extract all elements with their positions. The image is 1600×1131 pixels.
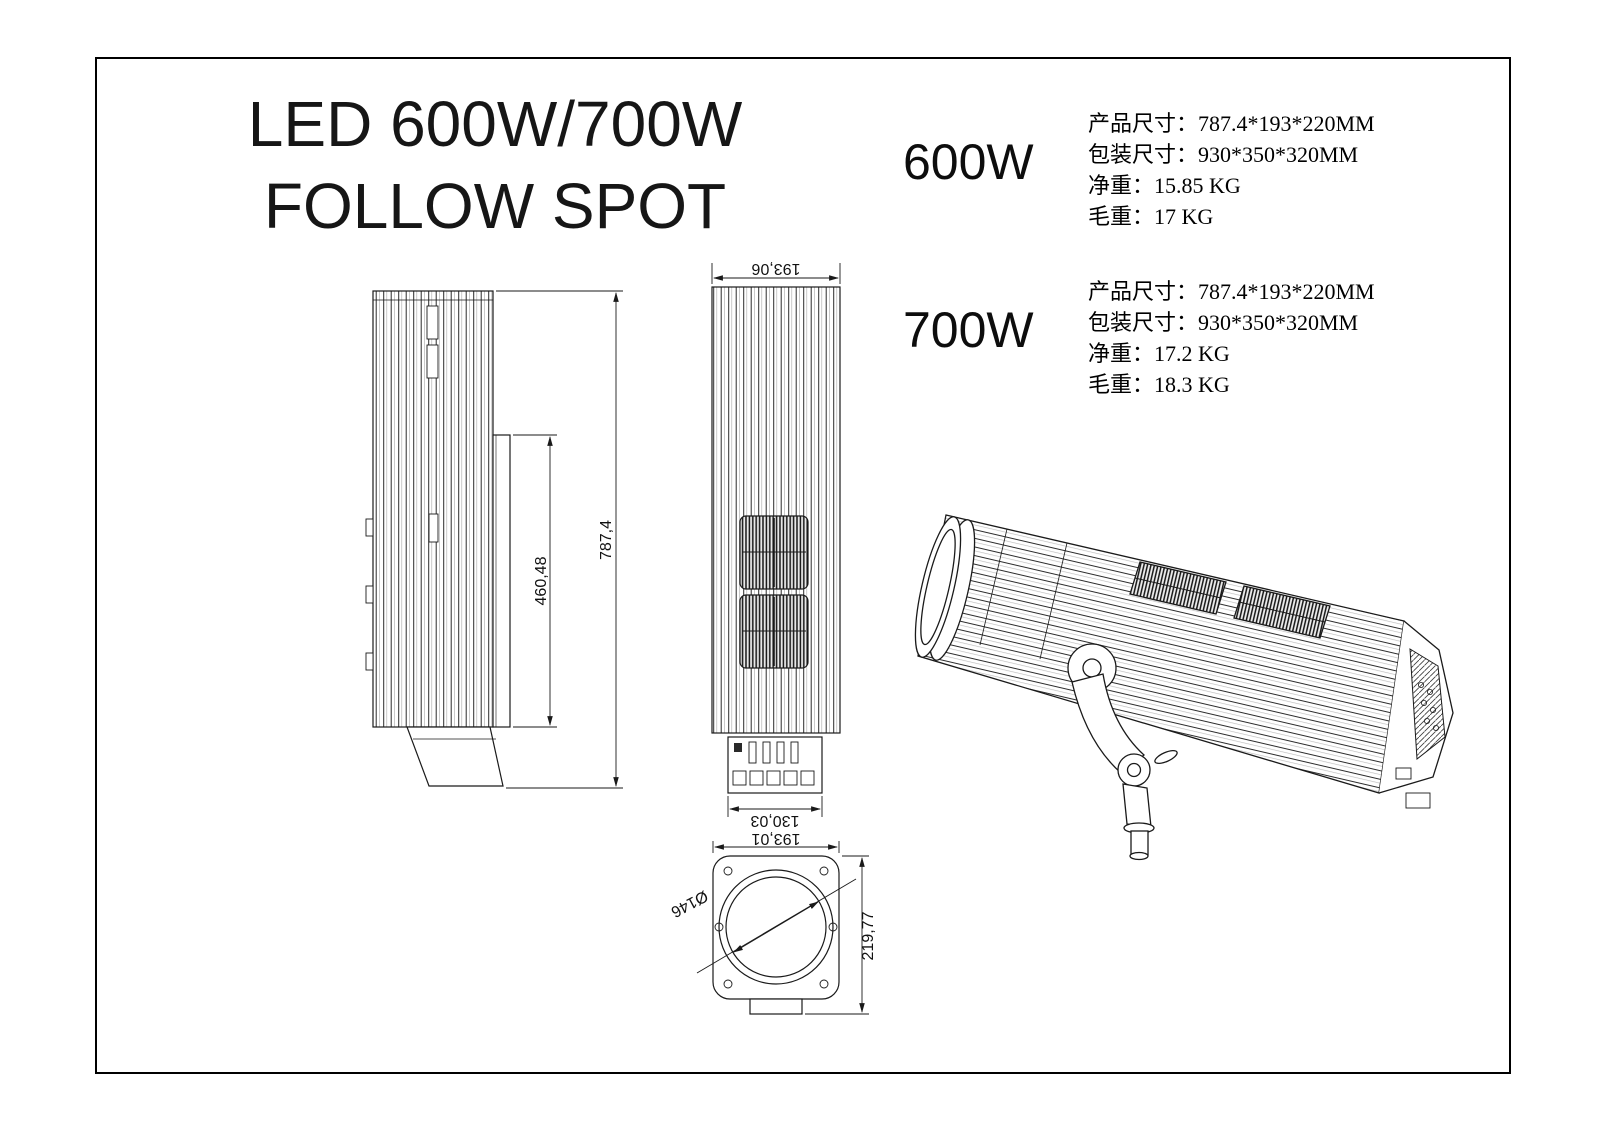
spec-block-600w: 产品尺寸：787.4*193*220MM 包装尺寸：930*350*320MM … — [1088, 108, 1448, 232]
dim-top-width: 193,06 — [751, 260, 801, 277]
side-view-dimension-lines — [496, 290, 623, 789]
side-view — [365, 290, 511, 787]
dim-front-width: 193,01 — [751, 830, 801, 847]
spec-block-700w: 产品尺寸：787.4*193*220MM 包装尺寸：930*350*320MM … — [1088, 276, 1448, 400]
top-view-dimension-lines — [711, 263, 841, 817]
top-view — [711, 286, 841, 794]
perspective-view — [914, 514, 1454, 861]
spec-package-size: 包装尺寸：930*350*320MM — [1088, 142, 1359, 167]
model-700w-label: 700W — [903, 302, 1034, 358]
model-600w-label: 600W — [903, 134, 1034, 190]
dim-side-lens-section: 460,48 — [533, 556, 550, 606]
dim-side-total-length: 787,4 — [598, 519, 615, 561]
spec-package-size: 包装尺寸：930*350*320MM — [1088, 310, 1359, 335]
front-view-dimension-lines — [712, 841, 869, 1015]
front-view — [696, 855, 857, 1015]
spec-product-size: 产品尺寸：787.4*193*220MM — [1088, 111, 1375, 136]
spec-net-weight: 净重：17.2 KG — [1088, 341, 1230, 366]
spec-gross-weight: 毛重：17 KG — [1088, 204, 1214, 229]
drawing-sheet-border — [95, 57, 1511, 1074]
title-line-2: FOLLOW SPOT — [263, 169, 727, 242]
spec-gross-weight: 毛重：18.3 KG — [1088, 372, 1230, 397]
spec-net-weight: 净重：15.85 KG — [1088, 173, 1241, 198]
title-line-1: LED 600W/700W — [247, 88, 743, 160]
page-title: LED 600W/700W FOLLOW SPOT — [240, 84, 750, 248]
spec-product-size: 产品尺寸：787.4*193*220MM — [1088, 279, 1375, 304]
dim-front-height: 219,77 — [860, 911, 877, 961]
dim-rear-panel-width: 130,03 — [750, 812, 800, 829]
